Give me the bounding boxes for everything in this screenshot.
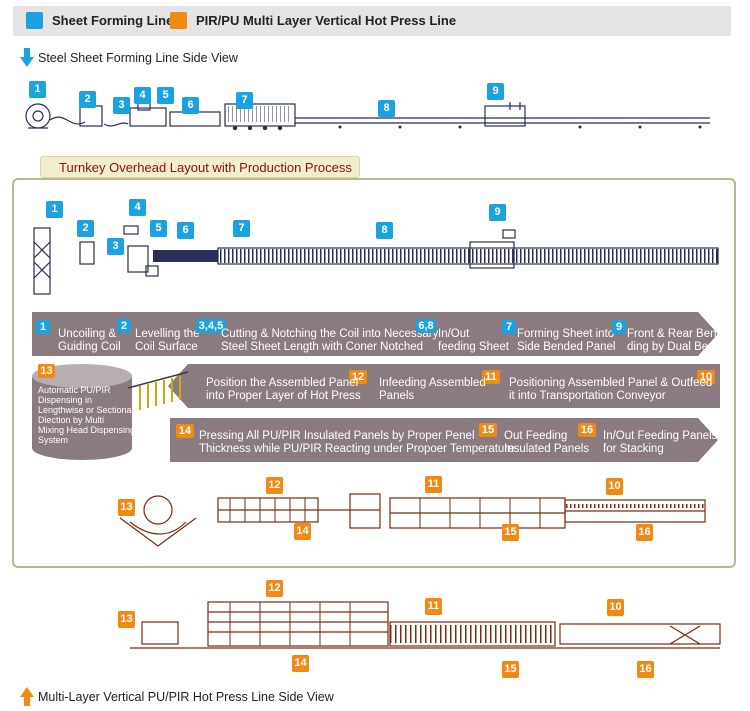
forming-line-overhead-drawing bbox=[33, 225, 719, 295]
press-overhead-badge-11: 11 bbox=[425, 476, 442, 493]
hot-press-side-view-drawing bbox=[130, 601, 721, 649]
step-num-12: 12 bbox=[349, 370, 367, 384]
step-infeeding-sheet: In/Out feeding Sheet bbox=[438, 328, 509, 353]
overhead-badge-4: 4 bbox=[129, 199, 146, 216]
press-overhead-badge-12: 12 bbox=[266, 477, 283, 494]
tank-num-13: 13 bbox=[38, 364, 55, 378]
press-side-badge-13: 13 bbox=[118, 611, 135, 628]
step-pressing-panels: Pressing All PU/PIR Insulated Panels by … bbox=[199, 430, 515, 455]
overhead-badge-2: 2 bbox=[77, 220, 94, 237]
step-position-assembled: Position the Assembled Panel into Proper… bbox=[206, 377, 361, 402]
press-side-badge-16: 16 bbox=[637, 661, 654, 678]
turnkey-layout-title: Turnkey Overhead Layout with Production … bbox=[40, 156, 360, 178]
press-side-badge-12: 12 bbox=[266, 580, 283, 597]
step-forming-sheet: Forming Sheet into Side Bended Panel bbox=[517, 328, 616, 353]
legend-blue-swatch bbox=[26, 12, 43, 29]
overhead-badge-3: 3 bbox=[107, 238, 124, 255]
step-stacking: In/Out Feeding Panels for Stacking bbox=[603, 430, 718, 455]
step-num-10: 10 bbox=[697, 370, 715, 384]
side-top-badge-6: 6 bbox=[182, 97, 199, 114]
legend-orange-swatch bbox=[170, 12, 187, 29]
step-num-7: 7 bbox=[502, 320, 516, 334]
side-top-badge-1: 1 bbox=[29, 81, 46, 98]
legend-hot-press-label: PIR/PU Multi Layer Vertical Hot Press Li… bbox=[196, 13, 457, 28]
tank-description: Automatic PU/PIR Dispensing in Lengthwis… bbox=[38, 385, 136, 445]
overhead-badge-8: 8 bbox=[376, 222, 393, 239]
arrow-down-icon bbox=[20, 48, 34, 67]
side-top-badge-4: 4 bbox=[134, 87, 151, 104]
side-top-badge-5: 5 bbox=[157, 87, 174, 104]
step-positioning-outfeed: Positioning Assembled Panel & Outfeed it… bbox=[509, 377, 713, 402]
side-view-bottom-title: Multi-Layer Vertical PU/PIR Hot Press Li… bbox=[38, 690, 334, 704]
overhead-badge-6: 6 bbox=[177, 222, 194, 239]
legend-sheet-forming-label: Sheet Forming Line bbox=[52, 13, 174, 28]
overhead-badge-1: 1 bbox=[46, 201, 63, 218]
press-side-badge-14: 14 bbox=[292, 655, 309, 672]
side-top-badge-2: 2 bbox=[79, 91, 96, 108]
step-num-2: 2 bbox=[117, 319, 131, 333]
side-top-badge-7: 7 bbox=[236, 92, 253, 109]
step-outfeeding-insulated: Out Feeding Insulated Panels bbox=[504, 430, 590, 455]
dispensing-tank-drawing bbox=[32, 364, 189, 460]
press-side-badge-15: 15 bbox=[502, 661, 519, 678]
step-num-11: 11 bbox=[482, 370, 500, 384]
hot-press-overhead-drawing bbox=[119, 493, 706, 547]
overhead-badge-9: 9 bbox=[489, 204, 506, 221]
step-front-rear-bending: Front & Rear Ben- ding by Dual Bende bbox=[627, 328, 728, 353]
step-num-345: 3,4,5 bbox=[196, 319, 226, 333]
step-num-14: 14 bbox=[176, 424, 194, 438]
step-cutting-notching: Cutting & Notching the Coil into Necessa… bbox=[221, 328, 439, 353]
press-side-badge-10: 10 bbox=[607, 599, 624, 616]
press-side-badge-11: 11 bbox=[425, 598, 442, 615]
press-overhead-badge-13: 13 bbox=[118, 499, 135, 516]
press-overhead-badge-15: 15 bbox=[502, 524, 519, 541]
step-num-68: 6,8 bbox=[416, 319, 436, 333]
side-top-badge-8: 8 bbox=[378, 100, 395, 117]
forming-line-side-view-drawing bbox=[25, 101, 710, 131]
side-top-badge-3: 3 bbox=[113, 97, 130, 114]
side-top-badge-9: 9 bbox=[487, 83, 504, 100]
overhead-badge-5: 5 bbox=[150, 220, 167, 237]
step-uncoiling: Uncoiling & Guiding Coil bbox=[58, 328, 121, 353]
press-overhead-badge-10: 10 bbox=[606, 478, 623, 495]
step-num-16: 16 bbox=[578, 423, 596, 437]
press-overhead-badge-16: 16 bbox=[636, 524, 653, 541]
step-levelling: Levelling the Coil Surface bbox=[135, 328, 200, 353]
legend-bar bbox=[13, 6, 731, 36]
side-view-top-title: Steel Sheet Forming Line Side View bbox=[38, 51, 238, 65]
overhead-layout-frame bbox=[12, 178, 736, 568]
arrow-up-icon bbox=[20, 687, 34, 706]
step-num-1: 1 bbox=[36, 320, 50, 334]
step-num-9: 9 bbox=[612, 320, 626, 334]
press-overhead-badge-14: 14 bbox=[294, 523, 311, 540]
overhead-badge-7: 7 bbox=[233, 220, 250, 237]
step-num-15: 15 bbox=[479, 423, 497, 437]
step-infeeding-assembled: Infeeding Assembled Panels bbox=[379, 377, 486, 402]
